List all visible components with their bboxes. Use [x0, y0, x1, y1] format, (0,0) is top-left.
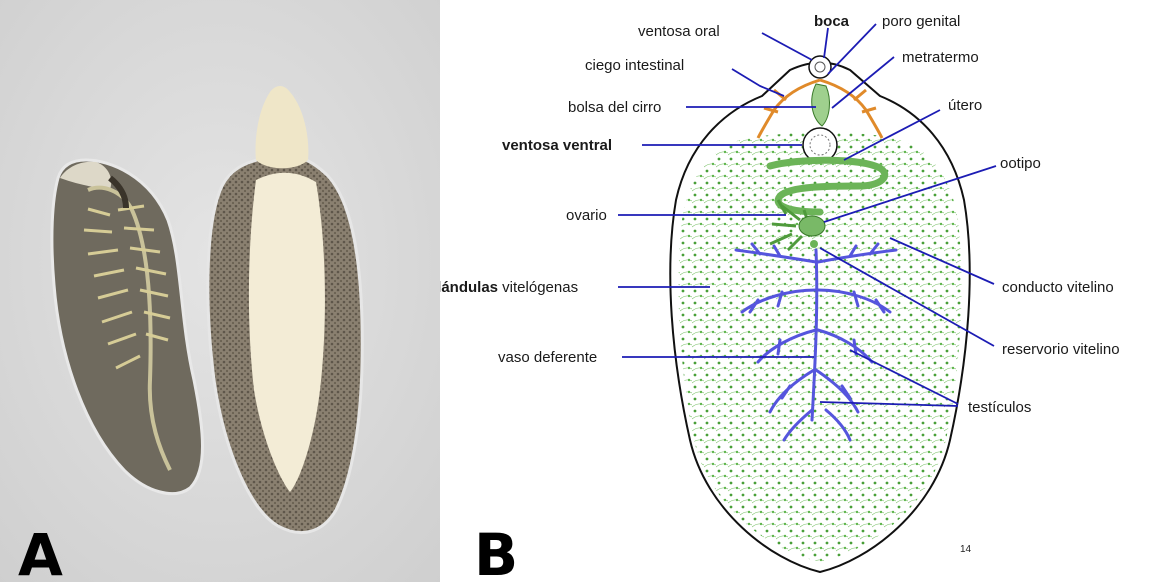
leader-boca	[824, 28, 828, 58]
leader-ventosa-oral	[762, 33, 812, 60]
label-metratermo: metratermo	[902, 49, 979, 66]
panel-a-letter: A	[18, 521, 63, 582]
ootype	[799, 216, 825, 236]
panel-b-diagram: ventosa oral boca poro genital metraterm…	[440, 0, 1156, 582]
panel-a-photo: A	[0, 0, 440, 582]
label-reservorio-vitelino: reservorio vitelino	[1002, 341, 1120, 358]
vitelline-reservoir	[810, 240, 818, 248]
label-glandulas: glándulas vitelógenas	[440, 279, 578, 296]
label-ovario: ovario	[566, 207, 607, 224]
page-number: 14	[960, 544, 972, 555]
label-boca: boca	[814, 13, 850, 30]
label-bolsa-cirro: bolsa del cirro	[568, 99, 661, 116]
leader-poro-genital	[828, 24, 876, 74]
label-glandulas-bold: glándulas	[440, 279, 498, 296]
label-conducto-vitelino: conducto vitelino	[1002, 279, 1114, 296]
label-poro-genital: poro genital	[882, 13, 960, 30]
label-ventosa-ventral: ventosa ventral	[502, 137, 612, 154]
label-ootipo: ootipo	[1000, 155, 1041, 172]
label-utero: útero	[948, 97, 982, 114]
label-glandulas-rest: vitelógenas	[498, 279, 578, 296]
label-ventosa-oral: ventosa oral	[638, 23, 720, 40]
label-testiculos: testículos	[968, 399, 1031, 416]
label-ciego-intestinal: ciego intestinal	[585, 57, 684, 74]
mouth	[815, 62, 825, 72]
label-vaso-deferente: vaso deferente	[498, 349, 597, 366]
panel-b-letter: B	[474, 521, 518, 582]
